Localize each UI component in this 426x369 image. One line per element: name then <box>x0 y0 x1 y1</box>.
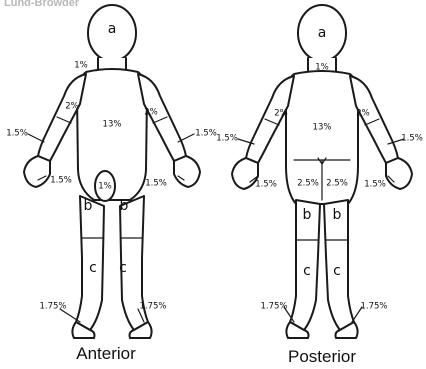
posterior-leg-left-label: c <box>303 263 311 279</box>
posterior-figure: a 1% 2% 2% 13% 1.5% 1.5% 1.5% 1.5% 2.5% … <box>216 5 423 366</box>
anterior-leg-left-label: c <box>119 260 127 276</box>
anterior-hand-right <box>24 156 50 187</box>
posterior-foot-left-label: 1.75% <box>260 302 287 312</box>
posterior-upper-arm-left-label: 2% <box>274 109 288 119</box>
posterior-thigh-left-label: b <box>303 207 312 223</box>
anterior-neck-label: 1% <box>74 61 88 71</box>
anterior-leg-right-label: c <box>89 260 97 276</box>
posterior-hand-left-label: 1.5% <box>255 180 277 190</box>
posterior-hand-left <box>232 158 258 189</box>
posterior-forearm-right-label: 1.5% <box>401 134 423 144</box>
posterior-buttock-right-label: 2.5% <box>326 179 348 189</box>
posterior-head-label: a <box>318 25 327 41</box>
posterior-foot-right-label: 1.75% <box>360 302 387 312</box>
anterior-figure: a 1% 2% 2% 13% 1.5% 1.5% 1.5% 1.5% 1% b … <box>6 5 217 363</box>
anterior-forearm-right-label: 1.5% <box>6 129 28 139</box>
posterior-title: Posterior <box>288 347 356 366</box>
posterior-forearm-left-label: 1.5% <box>216 134 238 144</box>
posterior-thigh-right-label: b <box>333 207 342 223</box>
anterior-thigh-left-label: b <box>120 198 129 214</box>
anterior-forearm-left-label: 1.5% <box>195 129 217 139</box>
anterior-upper-arm-right-label: 2% <box>65 102 79 112</box>
posterior-trunk-label: 13% <box>313 123 332 133</box>
anterior-thigh-right-label: b <box>84 198 93 214</box>
posterior-hand-right <box>386 158 412 189</box>
anterior-upper-arm-left-label: 2% <box>144 108 158 118</box>
anterior-foot-left-label: 1.75% <box>139 302 166 312</box>
anterior-hand-left <box>174 156 200 187</box>
anterior-genitalia-label: 1% <box>98 182 112 192</box>
anterior-leader-forearm-right <box>28 134 44 142</box>
watermark-text: Lund-Browder <box>4 0 80 9</box>
anterior-title: Anterior <box>76 344 136 363</box>
anterior-hand-left-label: 1.5% <box>145 179 167 189</box>
anterior-head-label: a <box>108 21 117 37</box>
posterior-upper-arm-right-label: 2% <box>356 109 370 119</box>
anterior-trunk-label: 13% <box>103 120 122 130</box>
posterior-hand-right-label: 1.5% <box>364 180 386 190</box>
posterior-buttock-left-label: 2.5% <box>297 179 319 189</box>
anterior-hand-right-label: 1.5% <box>50 176 72 186</box>
anterior-foot-right-label: 1.75% <box>39 302 66 312</box>
posterior-neck-label: 1% <box>315 63 329 73</box>
posterior-leg-right-label: c <box>333 263 341 279</box>
